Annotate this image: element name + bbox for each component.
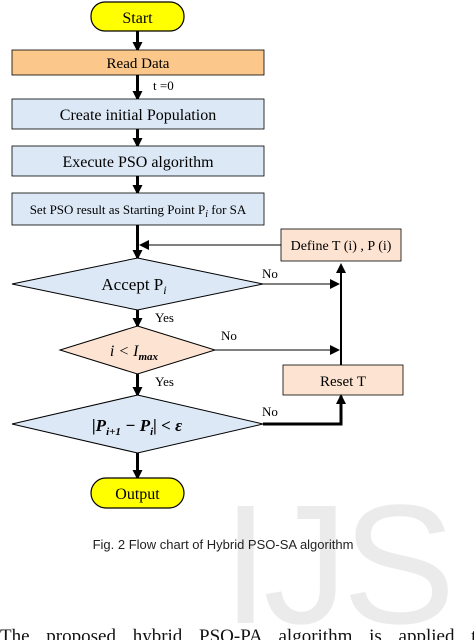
iteration-label: i < Imax xyxy=(110,343,159,363)
define-t-label: Define T (i) , P (i) xyxy=(291,239,392,254)
set-pso-result-box xyxy=(11,192,265,226)
execute-pso-label: Execute PSO algorithm xyxy=(62,154,214,171)
no-label-2: No xyxy=(221,328,237,343)
read-data-label: Read Data xyxy=(107,56,170,72)
yes-label-1: Yes xyxy=(155,310,174,325)
arrow-convergence-no xyxy=(263,394,346,426)
define-t-box xyxy=(280,228,402,262)
create-population-box xyxy=(11,98,265,130)
accept-label: Accept Pi xyxy=(101,275,166,297)
reset-t-label: Reset T xyxy=(320,374,366,390)
yes-label-2: Yes xyxy=(155,374,174,389)
figure-caption: Fig. 2 Flow chart of Hybrid PSO-SA algor… xyxy=(93,537,354,552)
output-terminal xyxy=(90,477,185,509)
output-label: Output xyxy=(115,486,160,503)
start-label: Start xyxy=(122,10,153,27)
convergence-label: |Pi+1 − Pi| < ε xyxy=(92,416,182,438)
set-pso-result-label: Set PSO result as Starting Point Pi for … xyxy=(30,202,247,220)
no-label-3: No xyxy=(262,404,278,419)
body-text: The proposed hybrid PSO-PA algorithm is … xyxy=(0,626,474,640)
no-label-1: No xyxy=(262,266,278,281)
t-init-label: t =0 xyxy=(153,78,174,93)
reset-t-box xyxy=(282,364,404,396)
watermark: IJS xyxy=(222,490,456,640)
create-population-label: Create initial Population xyxy=(60,107,216,124)
